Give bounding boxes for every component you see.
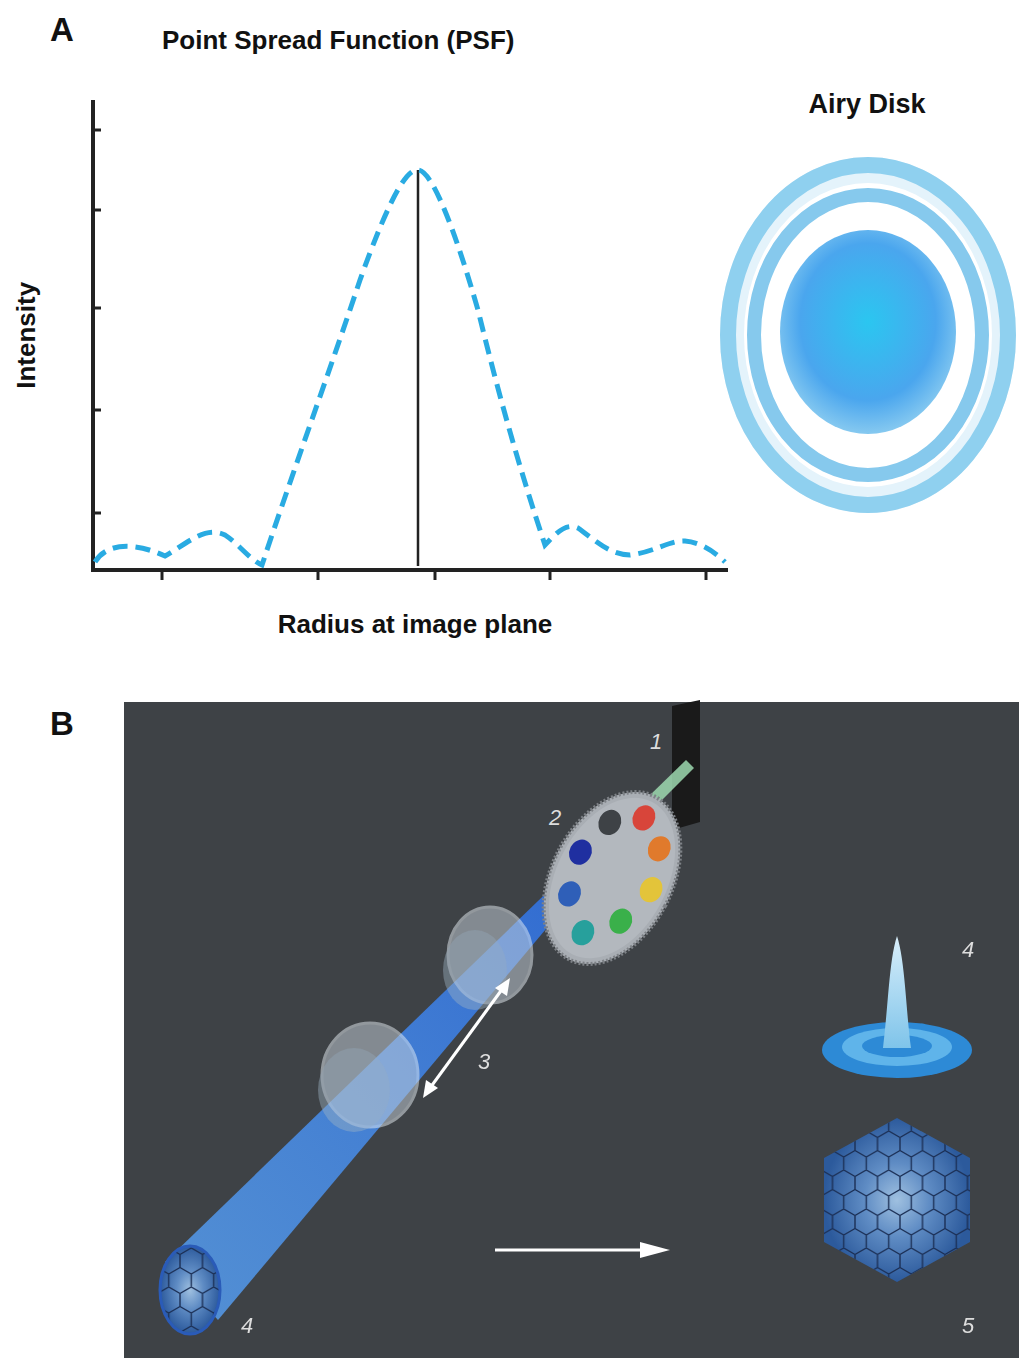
chart-title: Point Spread Function (PSF) — [162, 26, 514, 55]
panel-letter: B — [50, 706, 74, 742]
axis-label: Intensity — [12, 282, 41, 389]
figure-title: Airy Disk — [808, 90, 925, 120]
callout-number: 1 — [650, 730, 662, 754]
airy-disk — [720, 157, 1016, 513]
callout-number: 5 — [962, 1314, 974, 1338]
callout-number: 4 — [962, 938, 974, 962]
axis-label: Radius at image plane — [278, 610, 553, 639]
callout-number: 2 — [549, 806, 561, 830]
panel-background — [124, 702, 1019, 1358]
optical-path — [155, 700, 974, 1340]
panel-letter: A — [50, 12, 74, 48]
callout-number: 3 — [478, 1050, 490, 1074]
callout-number: 4 — [241, 1314, 253, 1338]
psf-chart — [91, 100, 728, 580]
